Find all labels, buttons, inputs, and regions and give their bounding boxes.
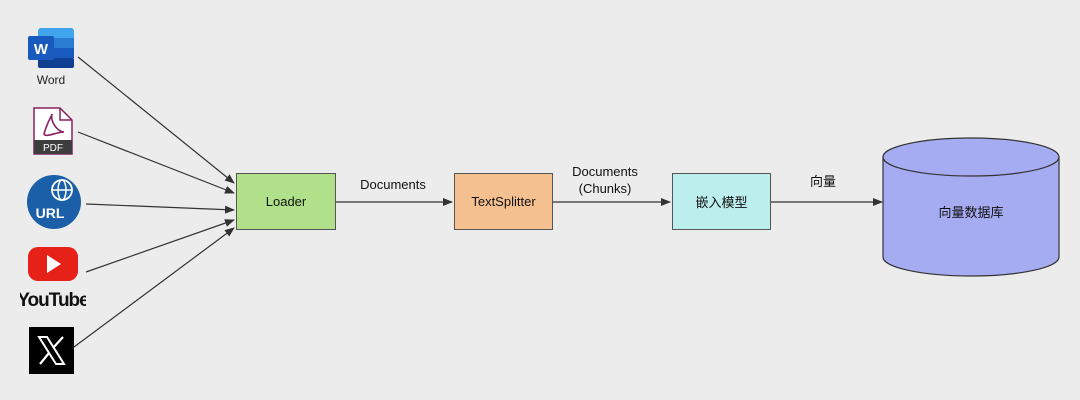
embedding-model-label: 嵌入模型 bbox=[695, 195, 748, 210]
edge-label-documents: Documents bbox=[360, 177, 426, 192]
word-label: Word bbox=[37, 73, 65, 87]
youtube-label: YouTube bbox=[20, 290, 86, 310]
edge-pdf-to-loader bbox=[77, 131, 235, 194]
edge-x-to-loader bbox=[73, 227, 235, 348]
loader-node: Loader bbox=[236, 173, 336, 230]
pdf-label: PDF bbox=[43, 143, 63, 154]
word-icon: W Word bbox=[24, 26, 76, 88]
x-logo-icon bbox=[29, 327, 74, 374]
edge-url-to-loader bbox=[85, 203, 235, 214]
text-splitter-node: TextSplitter bbox=[454, 173, 553, 230]
vector-db-label: 向量数据库 bbox=[938, 205, 1004, 220]
vector-db-cylinder bbox=[882, 137, 1060, 277]
svg-text:W: W bbox=[34, 41, 49, 58]
pdf-icon: PDF bbox=[30, 106, 76, 156]
loader-label: Loader bbox=[265, 194, 307, 209]
edge-label-chunks-line1: Documents bbox=[572, 164, 638, 179]
edge-youtube-to-loader bbox=[85, 219, 235, 273]
url-icon: URL bbox=[24, 172, 84, 232]
embedding-model-node: 嵌入模型 bbox=[672, 173, 771, 230]
url-label: URL bbox=[36, 205, 65, 221]
text-splitter-label: TextSplitter bbox=[471, 194, 536, 209]
edge-label-vector: 向量 bbox=[809, 174, 836, 189]
edge-label-chunks-line2: (Chunks) bbox=[578, 181, 632, 196]
edge-word-to-loader bbox=[77, 56, 235, 184]
youtube-icon: YouTube bbox=[17, 244, 90, 311]
